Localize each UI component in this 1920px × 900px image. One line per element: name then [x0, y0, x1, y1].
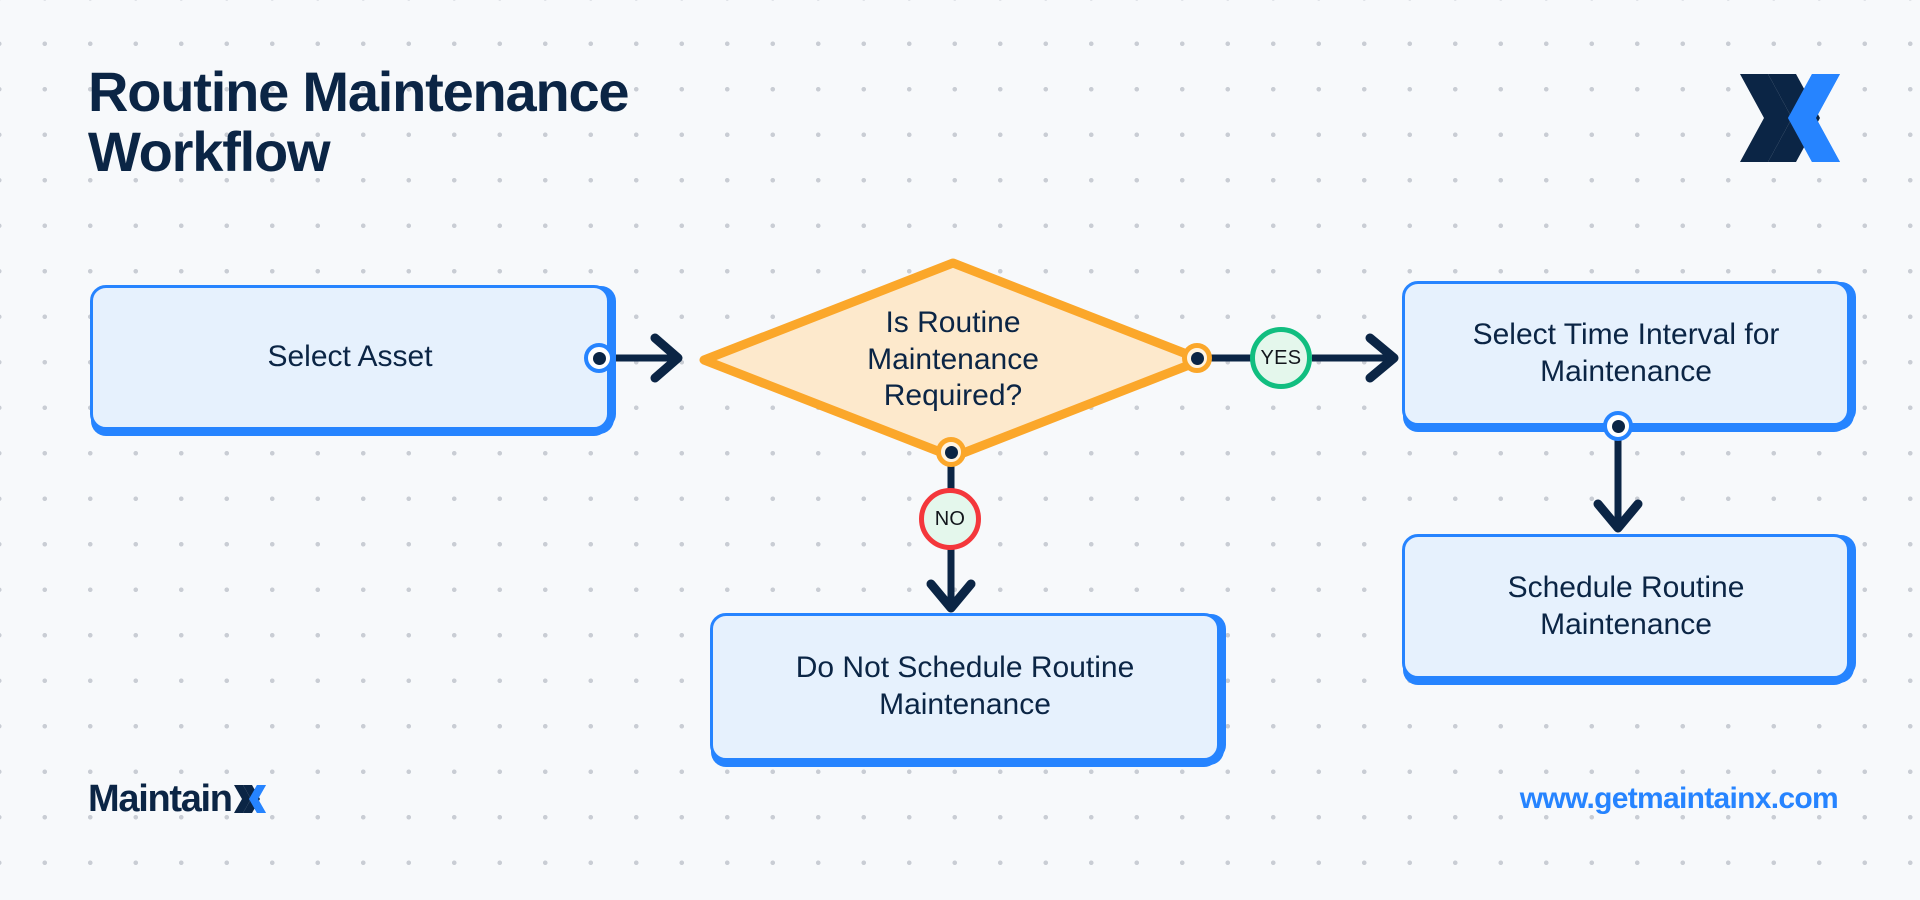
node-label: Is Routine Maintenance Required? [867, 306, 1039, 413]
node-schedule-routine-maintenance[interactable]: Schedule Routine Maintenance [1402, 534, 1850, 679]
node-label: Schedule Routine Maintenance [1507, 570, 1745, 641]
connector-dot-select-time-bottom[interactable] [1603, 411, 1633, 441]
edge-badge-no[interactable]: NO [919, 488, 981, 550]
node-label: Do Not Schedule Routine Maintenance [795, 651, 1135, 721]
edge-badge-yes-label: YES [1260, 346, 1302, 369]
page-title: Routine Maintenance Workflow [88, 60, 630, 184]
maintainx-x-logo-icon [1738, 72, 1842, 164]
node-select-time-interval[interactable]: Select Time Interval for Maintenance [1402, 281, 1850, 426]
node-label: Select Time Interval for Maintenance [1472, 317, 1780, 388]
website-url[interactable]: www.getmaintainx.com [1519, 782, 1839, 815]
connector-dot-decision-bottom[interactable] [936, 437, 966, 467]
connector-dot-select-asset-right[interactable] [584, 343, 614, 373]
maintainx-x-icon [233, 784, 266, 813]
edge-badge-no-label: NO [934, 507, 966, 530]
node-is-routine-maintenance-required[interactable]: Is Routine Maintenance Required? [699, 258, 1207, 462]
edge-badge-yes[interactable]: YES [1250, 327, 1312, 389]
maintainx-wordmark-text: Maintain [88, 778, 233, 820]
node-label: Select Asset [267, 340, 433, 374]
node-do-not-schedule-routine-maintenance[interactable]: Do Not Schedule Routine Maintenance [710, 613, 1220, 761]
node-select-asset[interactable]: Select Asset [90, 285, 610, 430]
connector-dot-decision-right[interactable] [1182, 343, 1212, 373]
maintainx-wordmark: Maintain [88, 778, 267, 820]
